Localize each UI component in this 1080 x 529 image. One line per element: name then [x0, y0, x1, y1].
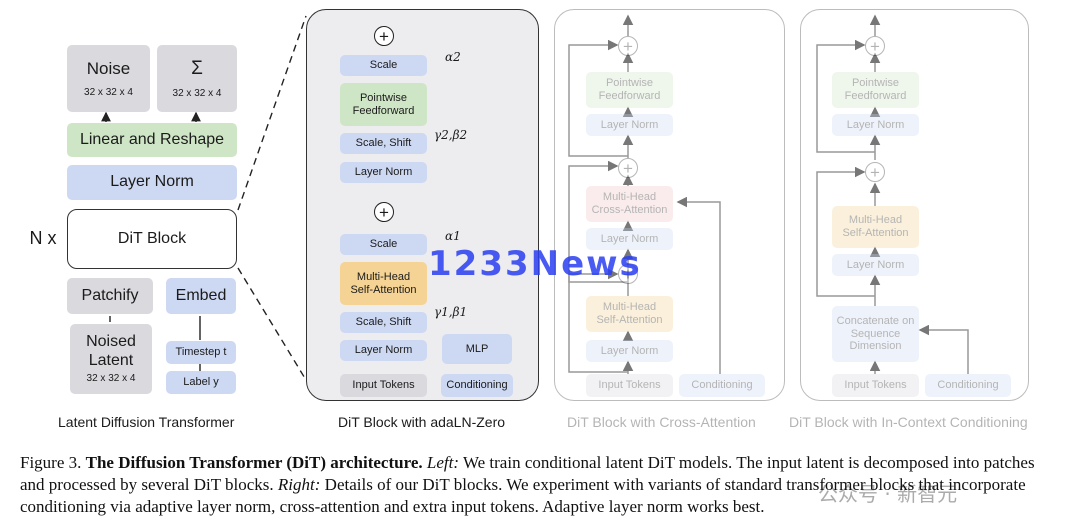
cross-add-bottom-icon: +	[618, 264, 638, 284]
incontext-mhsa: Multi-Head Self-Attention	[832, 206, 919, 248]
adaln-mlp: MLP	[442, 334, 512, 364]
incontext-caption: DiT Block with In-Context Conditioning	[789, 414, 1028, 430]
figure-label: Figure 3.	[20, 453, 82, 472]
noise-title: Noise	[86, 58, 131, 78]
incontext-add-bottom-icon: +	[865, 162, 885, 182]
repeat-label: N x	[29, 227, 57, 248]
adaln-scale-top: Scale	[340, 55, 427, 76]
figure-right-text: Details of our DiT blocks. We experiment…	[20, 475, 1026, 516]
residual-add-bottom-icon: +	[374, 202, 394, 222]
label-box: Label y	[166, 371, 236, 394]
alpha1-label: α1	[445, 229, 461, 243]
linear-reshape-box: Linear and Reshape	[67, 123, 237, 157]
noised-latent-box: Noised Latent 32 x 32 x 4	[70, 324, 152, 394]
sigma-output-box: Σ 32 x 32 x 4	[157, 45, 237, 112]
adaln-scale-bottom: Scale	[340, 234, 427, 255]
figure-left-word: Left:	[426, 453, 459, 472]
incontext-pointwise-ff: Pointwise Feedforward	[832, 72, 919, 108]
sigma-title: Σ	[191, 57, 203, 79]
gamma2-beta2-label: γ2,β2	[434, 128, 468, 142]
adaln-input-tokens: Input Tokens	[340, 374, 427, 397]
figure-title: The Diffusion Transformer (DiT) architec…	[85, 453, 423, 472]
dit-block-box: DiT Block	[67, 209, 237, 269]
gamma1-beta1-label: γ1,β1	[434, 305, 468, 319]
cross-attention-panel	[554, 9, 785, 401]
cross-conditioning: Conditioning	[679, 374, 765, 397]
patchify-box: Patchify	[67, 278, 153, 314]
noised-latent-title: Noised Latent	[86, 333, 136, 369]
left-caption: Latent Diffusion Transformer	[58, 414, 235, 430]
incontext-add-top-icon: +	[865, 36, 885, 56]
cross-add-top-icon: +	[618, 36, 638, 56]
cross-layer-norm-2: Layer Norm	[586, 228, 673, 250]
watermark-wechat: 公众号 · 新智元	[818, 482, 958, 506]
cross-input-tokens: Input Tokens	[586, 374, 673, 397]
adaln-pointwise-ff: Pointwise Feedforward	[340, 83, 427, 126]
incontext-layer-norm-1: Layer Norm	[832, 114, 919, 136]
cross-layer-norm-3: Layer Norm	[586, 340, 673, 362]
adaln-layer-norm-top: Layer Norm	[340, 162, 427, 183]
noise-output-box: Noise 32 x 32 x 4	[67, 45, 150, 112]
alpha2-label: α2	[445, 50, 461, 64]
adaln-mhsa: Multi-Head Self-Attention	[340, 262, 427, 305]
residual-add-top-icon: +	[374, 26, 394, 46]
noise-shape: 32 x 32 x 4	[84, 86, 133, 98]
incontext-panel	[800, 9, 1029, 401]
adaln-caption: DiT Block with adaLN-Zero	[338, 414, 506, 430]
cross-mhca: Multi-Head Cross-Attention	[586, 186, 673, 222]
incontext-concat: Concatenate on Sequence Dimension	[832, 306, 919, 362]
figure-caption: Figure 3. The Diffusion Transformer (DiT…	[20, 452, 1050, 518]
cross-caption: DiT Block with Cross-Attention	[567, 414, 756, 430]
cross-mhsa: Multi-Head Self-Attention	[586, 296, 673, 332]
incontext-input-tokens: Input Tokens	[832, 374, 919, 397]
cross-layer-norm-1: Layer Norm	[586, 114, 673, 136]
incontext-conditioning: Conditioning	[925, 374, 1011, 397]
figure-right-word: Right:	[277, 475, 321, 494]
adaln-scale-shift-bottom: Scale, Shift	[340, 312, 427, 333]
adaln-conditioning: Conditioning	[441, 374, 513, 397]
cross-add-middle-icon: +	[618, 158, 638, 178]
adaln-scale-shift-top: Scale, Shift	[340, 133, 427, 154]
adaln-layer-norm-bottom: Layer Norm	[340, 340, 427, 361]
sigma-shape: 32 x 32 x 4	[172, 87, 222, 99]
watermark-text: 1233News	[428, 244, 642, 284]
figure-left-text: We train conditional latent DiT models. …	[20, 453, 1035, 494]
timestep-box: Timestep t	[166, 341, 236, 364]
cross-pointwise-ff: Pointwise Feedforward	[586, 72, 673, 108]
embed-box: Embed	[166, 278, 236, 314]
layer-norm-box: Layer Norm	[67, 165, 237, 200]
noised-latent-shape: 32 x 32 x 4	[86, 373, 136, 385]
incontext-layer-norm-2: Layer Norm	[832, 254, 919, 276]
